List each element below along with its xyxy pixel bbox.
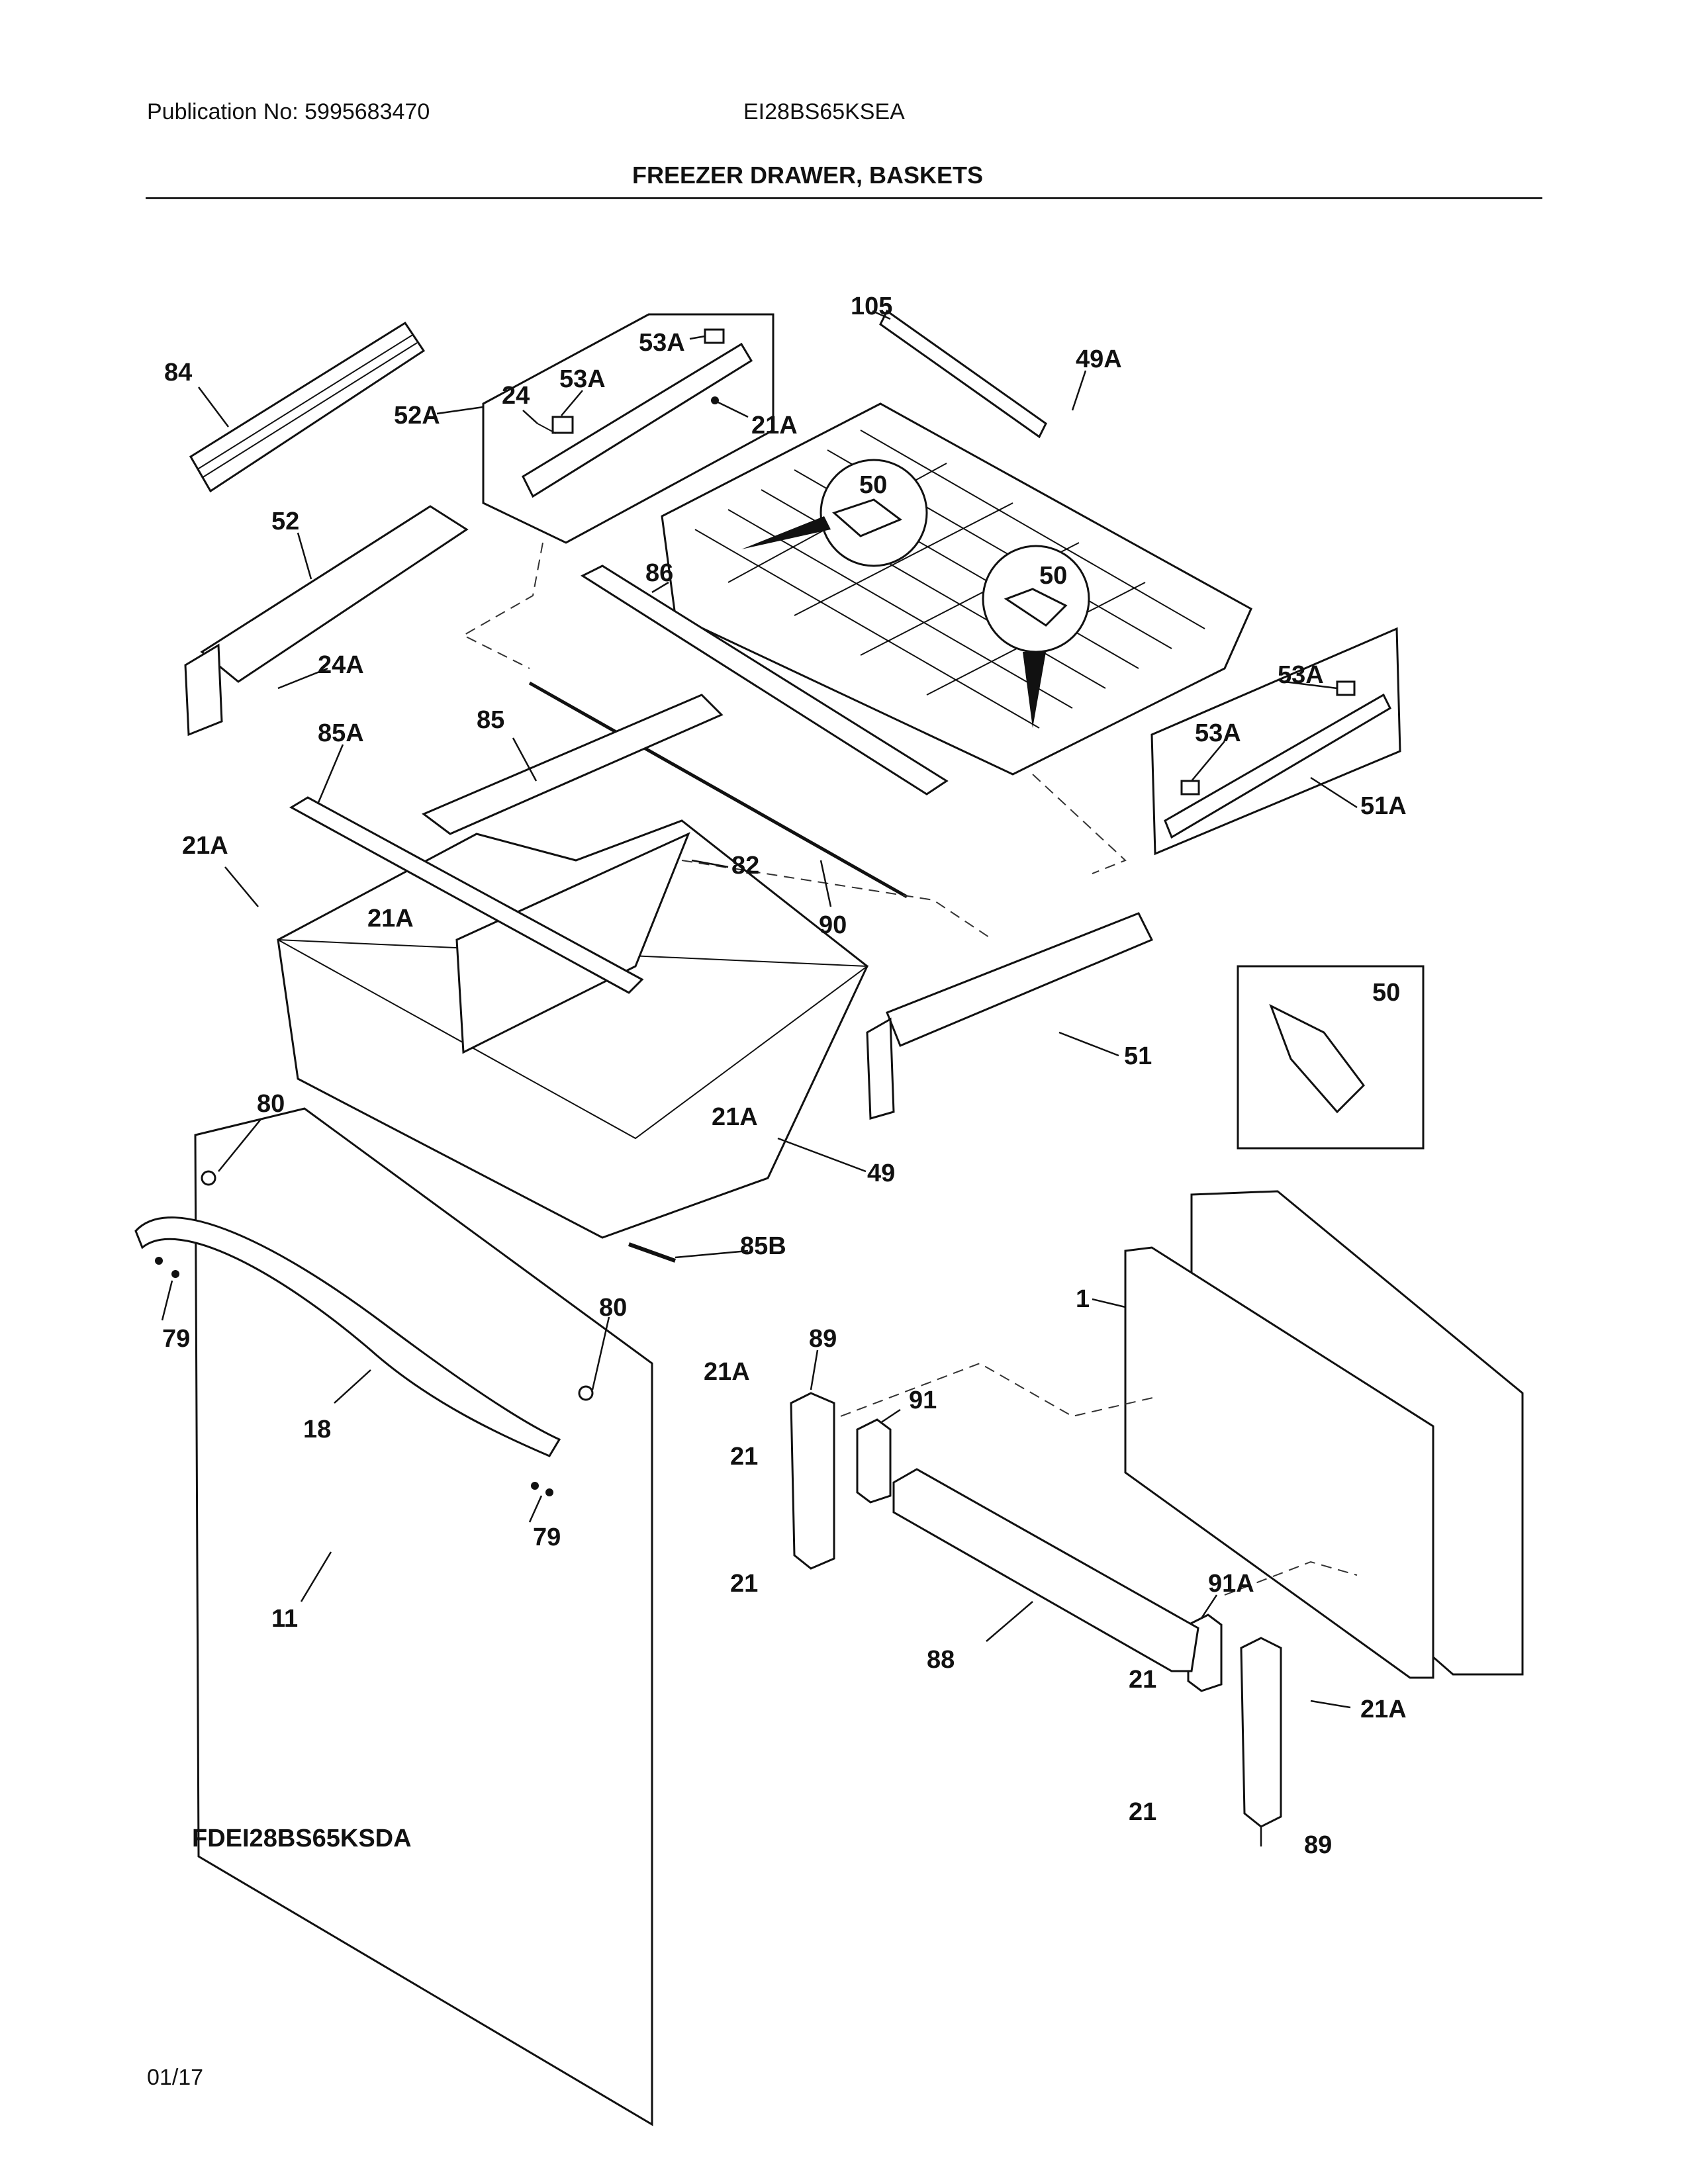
screw-79a-1 bbox=[155, 1257, 163, 1265]
callout-18: 18 bbox=[303, 1416, 331, 1443]
screw-21A-rail bbox=[711, 396, 719, 404]
align-line-3 bbox=[681, 860, 994, 940]
slide-51 bbox=[886, 912, 1154, 1047]
callout-21d: 21 bbox=[1129, 1798, 1156, 1826]
rail-52A bbox=[522, 342, 753, 498]
callout-21A-left: 21A bbox=[182, 832, 228, 860]
callout-79a: 79 bbox=[162, 1325, 190, 1353]
callout-51A: 51A bbox=[1360, 792, 1407, 820]
callout-21a: 21 bbox=[730, 1443, 758, 1471]
callout-90: 90 bbox=[819, 911, 847, 939]
callout-50b: 50 bbox=[1039, 562, 1067, 590]
bar-85 bbox=[422, 694, 724, 835]
callout-51: 51 bbox=[1124, 1042, 1152, 1070]
wire-basket-49A bbox=[661, 402, 1252, 776]
pointer-50b bbox=[1023, 652, 1046, 728]
handle-18 bbox=[134, 1216, 561, 1457]
door-panel-11 bbox=[194, 1107, 653, 2126]
callout-91A: 91A bbox=[1208, 1570, 1254, 1598]
latch-50-detail bbox=[1269, 1003, 1365, 1114]
slide-rail-52 bbox=[200, 505, 469, 683]
bracket-89-left bbox=[790, 1392, 835, 1570]
plug-80b bbox=[578, 1385, 594, 1401]
callout-21A-mid: 21A bbox=[367, 905, 414, 933]
callout-21c: 21 bbox=[1129, 1666, 1156, 1694]
page-title: FREEZER DRAWER, BASKETS bbox=[632, 161, 984, 189]
callout-82: 82 bbox=[731, 852, 759, 880]
callout-50-box: 50 bbox=[1372, 979, 1400, 1007]
callout-21A-bracket: 21A bbox=[704, 1358, 750, 1386]
gasket-1 bbox=[1124, 1246, 1434, 1679]
align-line-5 bbox=[1224, 1561, 1358, 1596]
align-line-2 bbox=[1032, 774, 1127, 874]
callout-52: 52 bbox=[271, 508, 299, 535]
callout-24A: 24A bbox=[318, 651, 364, 679]
grille-84 bbox=[189, 321, 426, 493]
rod-85B bbox=[628, 1242, 677, 1263]
callout-80b: 80 bbox=[599, 1294, 627, 1322]
callout-1: 1 bbox=[1076, 1285, 1090, 1313]
align-line-1 bbox=[461, 542, 543, 669]
bracket-89-right bbox=[1240, 1637, 1282, 1828]
callout-91: 91 bbox=[909, 1387, 937, 1414]
rod-90 bbox=[528, 681, 908, 899]
callout-24: 24 bbox=[502, 382, 530, 410]
screw-24-shaft bbox=[537, 423, 557, 434]
callout-85: 85 bbox=[477, 706, 504, 734]
align-line-4 bbox=[840, 1362, 1159, 1418]
rod-105 bbox=[879, 309, 1047, 439]
callout-21A-right: 21A bbox=[1360, 1696, 1407, 1723]
screw-79a-2 bbox=[171, 1270, 179, 1278]
callout-21b: 21 bbox=[730, 1570, 758, 1598]
callout-21A-rail: 21A bbox=[751, 412, 798, 439]
callout-53A-right1: 53A bbox=[1278, 661, 1324, 689]
leader-lines bbox=[161, 310, 1358, 1846]
model-variant-label: FDEI28BS65KSDA bbox=[192, 1825, 412, 1852]
model-code: EI28BS65KSEA bbox=[743, 99, 905, 124]
pointer-50a bbox=[741, 516, 831, 549]
latch-50a bbox=[832, 498, 902, 537]
slide-51-bracket bbox=[866, 1017, 895, 1120]
clip-53A-right1 bbox=[1336, 680, 1356, 696]
rail-52-bracket bbox=[184, 643, 223, 737]
trim-86 bbox=[580, 565, 949, 796]
callout-49A: 49A bbox=[1076, 345, 1122, 373]
callout-80a: 80 bbox=[257, 1090, 285, 1118]
callout-86: 86 bbox=[645, 559, 673, 587]
screw-79b-1 bbox=[531, 1482, 539, 1490]
rail-51A bbox=[1164, 693, 1391, 839]
callout-53A-top1: 53A bbox=[559, 365, 606, 393]
header-rule bbox=[146, 197, 1542, 199]
callout-53A-right2: 53A bbox=[1195, 719, 1241, 747]
page-date: 01/17 bbox=[147, 2065, 204, 2090]
bar-85A bbox=[289, 796, 644, 994]
callout-89b: 89 bbox=[1304, 1831, 1332, 1859]
clip-53A-right2 bbox=[1180, 780, 1200, 796]
callout-52A: 52A bbox=[394, 402, 440, 430]
clip-53A-mid bbox=[551, 416, 574, 434]
publication-number: Publication No: 5995683470 bbox=[147, 99, 430, 124]
latch-50b bbox=[1004, 588, 1068, 627]
callout-89a: 89 bbox=[809, 1325, 837, 1353]
callout-50a: 50 bbox=[859, 471, 887, 499]
callout-88: 88 bbox=[927, 1646, 955, 1674]
callout-53A-top2: 53A bbox=[639, 329, 685, 357]
callout-85B: 85B bbox=[740, 1232, 786, 1260]
callout-49: 49 bbox=[867, 1160, 895, 1187]
screw-79b-2 bbox=[545, 1488, 553, 1496]
wire-basket-88 bbox=[892, 1468, 1199, 1672]
plug-80a bbox=[201, 1170, 216, 1186]
callout-11: 11 bbox=[271, 1605, 298, 1633]
callout-85A: 85A bbox=[318, 719, 364, 747]
callout-79b: 79 bbox=[533, 1524, 561, 1551]
block-91 bbox=[856, 1418, 892, 1504]
callout-21A-basket: 21A bbox=[712, 1103, 758, 1131]
callout-105: 105 bbox=[851, 293, 892, 320]
callout-84: 84 bbox=[164, 359, 192, 387]
clip-53A-top bbox=[704, 328, 725, 344]
